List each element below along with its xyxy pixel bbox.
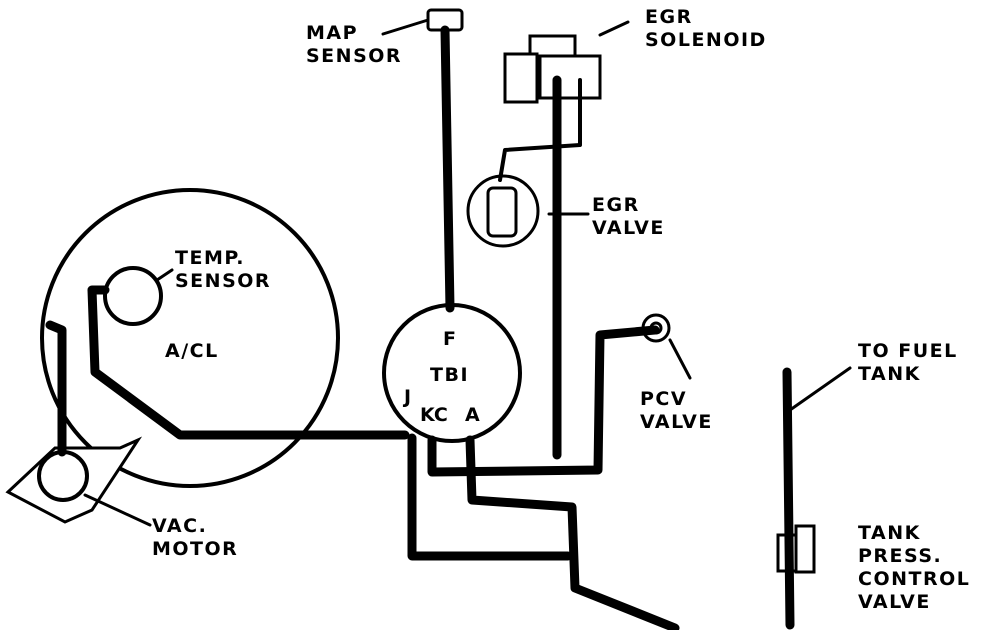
egr-solenoid-label-line-2: SOLENOID	[645, 29, 767, 51]
temp-sensor-label-line-1: TEMP.	[175, 247, 246, 269]
pcv-valve-label: PCV VALVE	[640, 388, 713, 434]
hose-fuel-tank	[782, 367, 795, 630]
temp-sensor-label-line-2: SENSOR	[175, 270, 272, 292]
leader-vac-motor	[83, 493, 152, 527]
tank-press-control-valve-body	[794, 524, 816, 574]
vac-motor-icon	[37, 450, 89, 502]
leader-to-fuel-tank	[788, 366, 852, 412]
vac-motor-label-line-2: MOTOR	[152, 538, 239, 560]
to-fuel-tank-label-line-2: TANK	[858, 363, 921, 385]
map-sensor-label-line-2: SENSOR	[306, 45, 403, 67]
hose-map-sensor	[440, 25, 455, 313]
tank-press-control-valve-label: TANK PRESS. CONTROL VALVE	[858, 522, 970, 614]
egr-solenoid-connector	[503, 52, 539, 104]
tbi-port-a: A	[465, 404, 480, 426]
egr-valve-label-line-1: EGR	[592, 194, 640, 216]
tank-press-control-valve-label-line-3: CONTROL	[858, 568, 971, 590]
hose-egr-solenoid-to-egr-valve	[498, 78, 582, 182]
vac-motor-label-line-1: VAC.	[152, 515, 208, 537]
tbi-port-kc: KC	[420, 404, 448, 426]
tbi-port-j: J	[404, 386, 412, 408]
map-sensor-label-line-1: MAP	[306, 22, 359, 44]
leader-pcv-valve	[668, 338, 692, 380]
egr-solenoid-ports	[538, 54, 602, 100]
tank-press-control-valve-label-line-1: TANK	[858, 522, 921, 544]
egr-valve-label-line-2: VALVE	[592, 217, 665, 239]
pcv-valve-label-line-2: VALVE	[640, 411, 713, 433]
leader-egr-solenoid	[598, 20, 630, 37]
air-cleaner-housing	[40, 188, 340, 488]
map-sensor-label: MAP SENSOR	[306, 22, 402, 68]
vac-motor-label: VAC. MOTOR	[152, 515, 238, 561]
temp-sensor-label: TEMP. SENSOR	[175, 247, 271, 293]
egr-valve-icon	[486, 186, 518, 238]
egr-solenoid-label-line-1: EGR	[645, 6, 693, 28]
hose-port-j	[407, 433, 573, 561]
tbi-port-f: F	[443, 328, 456, 350]
to-fuel-tank-label: TO FUEL TANK	[858, 340, 958, 386]
hose-tbi-to-temp-sensor	[87, 285, 410, 440]
temp-sensor-icon	[103, 266, 163, 326]
to-fuel-tank-label-line-1: TO FUEL	[858, 340, 958, 362]
egr-valve-label: EGR VALVE	[592, 194, 665, 240]
leader-map-sensor	[381, 18, 430, 36]
leader-temp-sensor	[155, 268, 174, 282]
hose-pcv-valve	[427, 325, 660, 477]
egr-solenoid-label: EGR SOLENOID	[645, 6, 767, 52]
tank-press-control-valve-label-line-4: VALVE	[858, 591, 931, 613]
tank-press-control-valve-label-line-2: PRESS.	[858, 545, 943, 567]
air-cleaner-label: A/CL	[165, 340, 219, 362]
tbi-label: TBI	[430, 364, 470, 386]
hose-vac-motor	[45, 320, 67, 457]
pcv-valve-label-line-1: PCV	[640, 388, 688, 410]
hose-port-a	[465, 435, 680, 630]
